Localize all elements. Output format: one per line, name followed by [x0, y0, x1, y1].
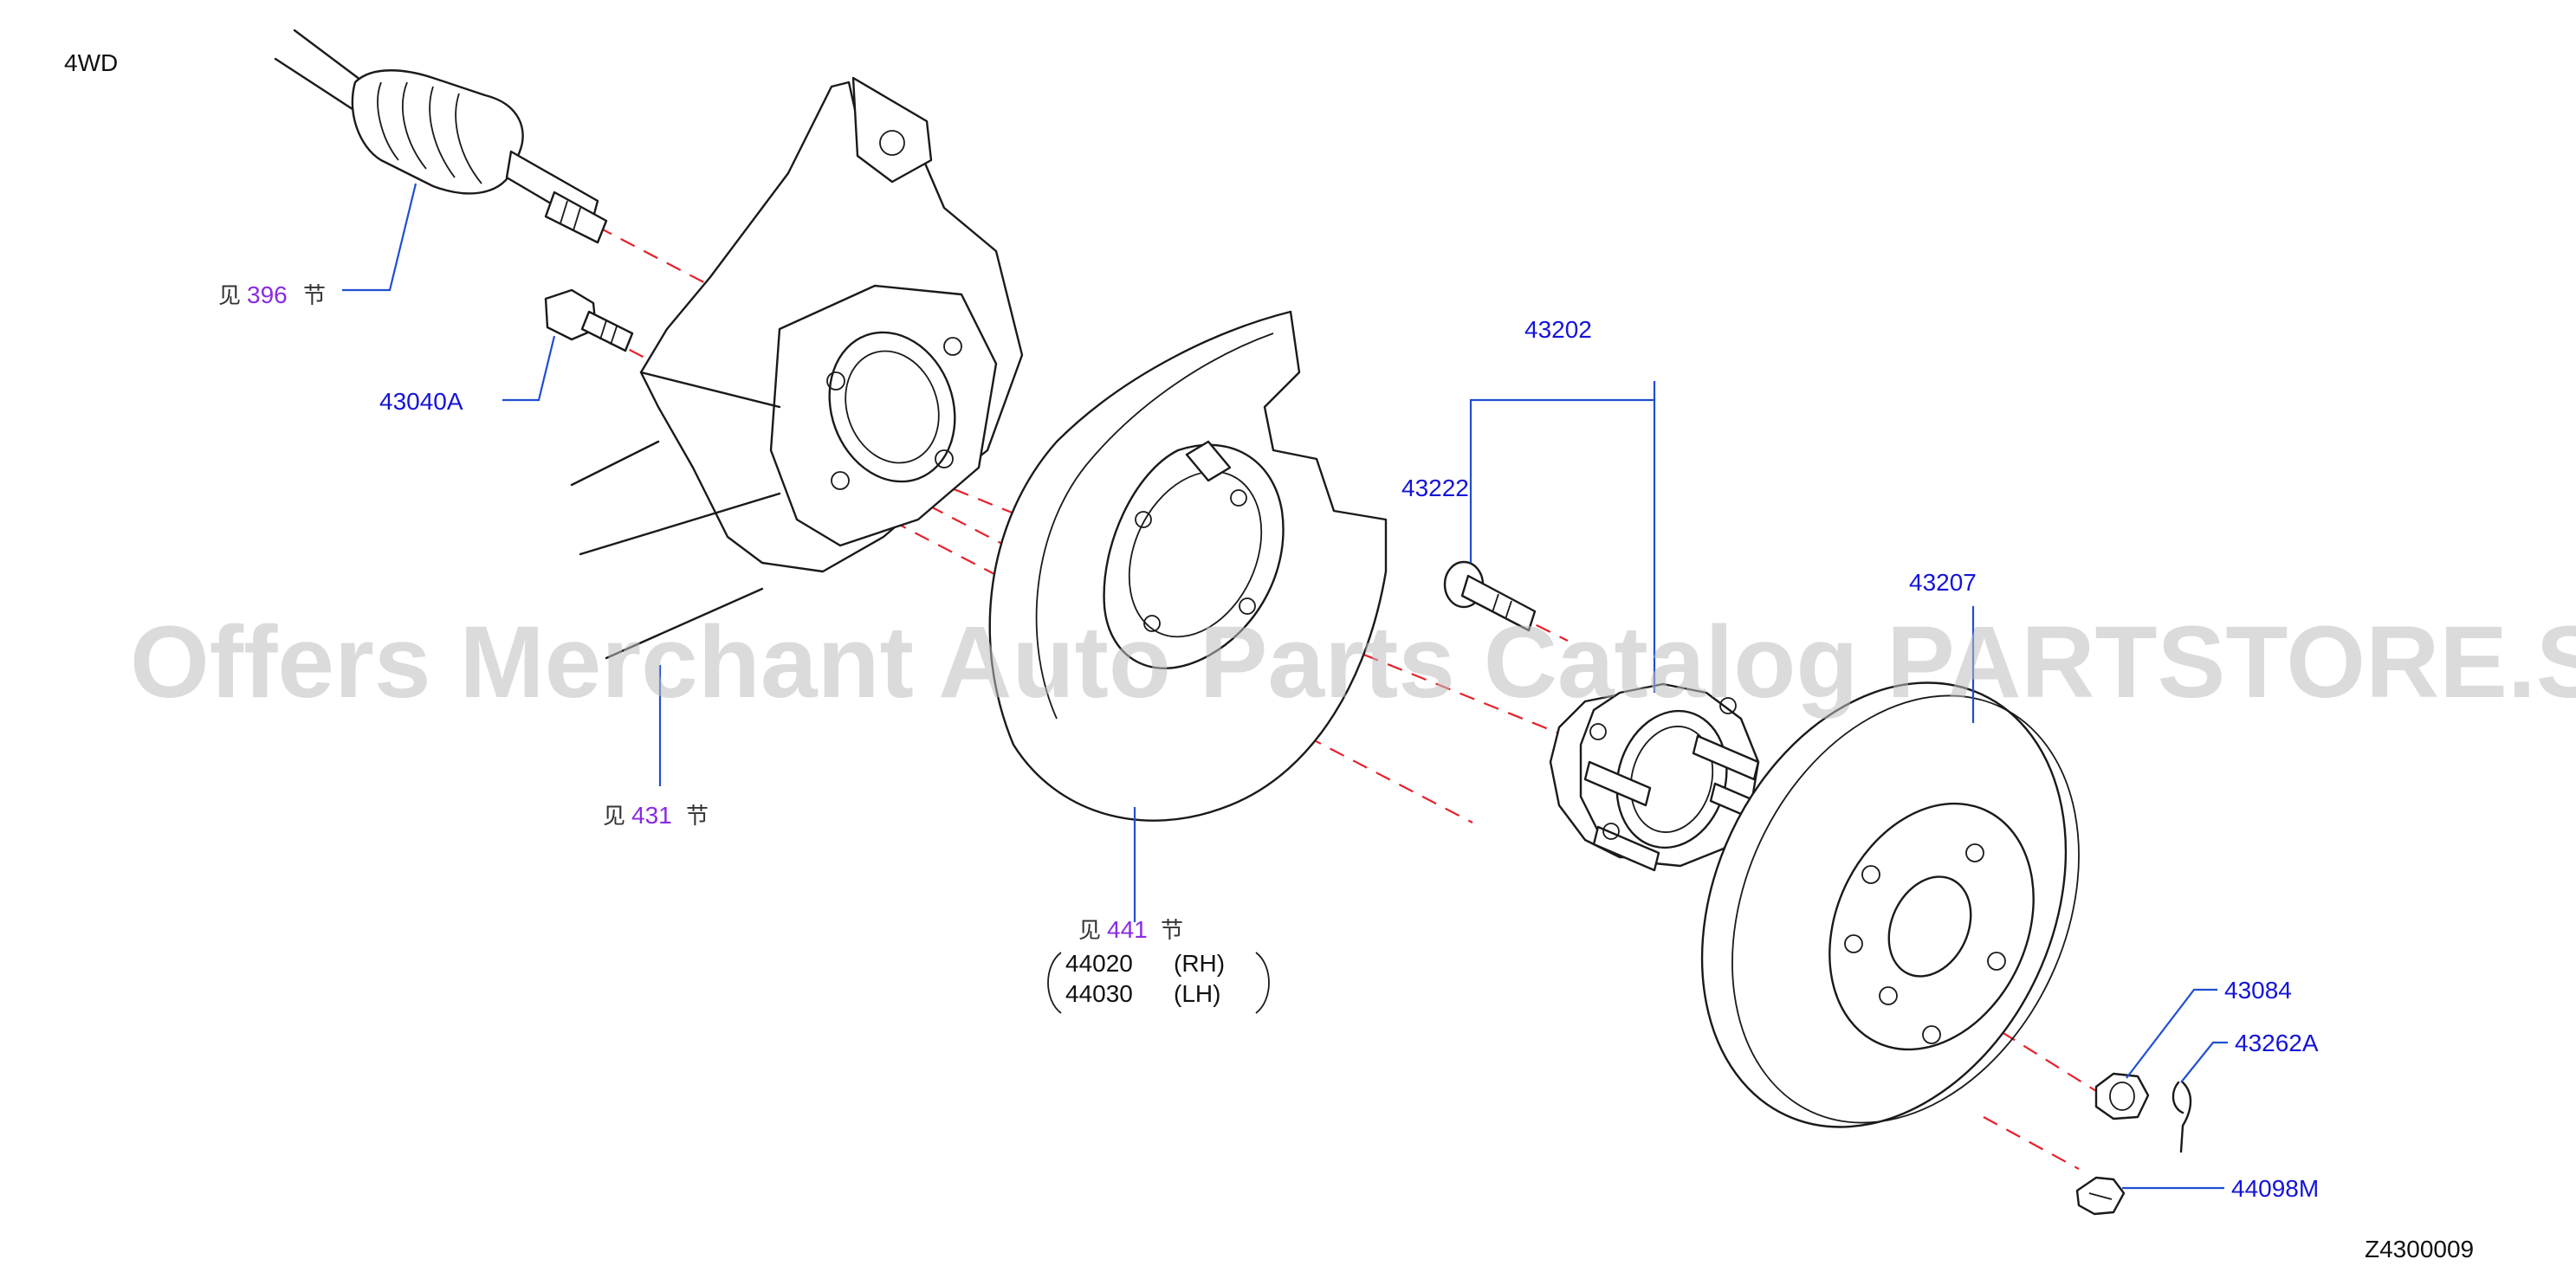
small-parts-drawing — [2075, 1072, 2192, 1216]
see-prefix: 见 — [603, 804, 625, 830]
section-ref-431[interactable]: 见 431 节 — [603, 802, 709, 830]
see-suffix: 节 — [303, 283, 326, 309]
variant-part-rh[interactable]: 44020 — [1065, 950, 1133, 977]
watermark-text: Offers Merchant Auto Parts Catalog PARTS… — [130, 605, 2576, 720]
knuckle-drawing — [570, 76, 1024, 660]
section-ref-441-link[interactable]: 441 — [1107, 916, 1148, 943]
disc-rotor-drawing — [1700, 681, 2080, 1128]
see-prefix: 见 — [1078, 918, 1101, 944]
section-ref-441[interactable]: 见 441 节 — [1078, 916, 1183, 944]
backing-plate-drawing — [988, 310, 1388, 822]
variant-label: 4WD — [64, 49, 118, 76]
part-label-43222[interactable]: 43222 — [1401, 475, 1469, 501]
see-prefix: 见 — [218, 283, 241, 309]
diagram-code: Z4300009 — [2365, 1236, 2474, 1262]
hub-bolt-drawing — [1443, 560, 1537, 632]
section-ref-396-link[interactable]: 396 — [247, 281, 288, 308]
part-label-43262a[interactable]: 43262A — [2235, 1030, 2319, 1056]
drive-shaft-drawing — [274, 29, 608, 244]
see-suffix: 节 — [686, 804, 709, 830]
section-ref-396[interactable]: 见 396 节 — [218, 281, 326, 309]
part-label-44098m[interactable]: 44098M — [2231, 1175, 2319, 1202]
knuckle-bolt-drawing — [544, 288, 634, 352]
section-ref-431-link[interactable]: 431 — [631, 802, 672, 829]
variant-part-lh[interactable]: 44030 — [1065, 980, 1133, 1007]
part-label-43084[interactable]: 43084 — [2224, 977, 2292, 1004]
part-label-43207[interactable]: 43207 — [1909, 569, 1977, 596]
see-suffix: 节 — [1161, 918, 1183, 944]
variant-side-rh: (RH) — [1174, 950, 1225, 977]
hub-assembly-drawing — [1549, 682, 1777, 872]
leader-lines — [342, 183, 2228, 1190]
backing-plate-variants: 44020 (RH) 44030 (LH) — [1047, 950, 1270, 1014]
part-label-43202[interactable]: 43202 — [1524, 316, 1592, 343]
variant-side-lh: (LH) — [1174, 980, 1220, 1007]
part-label-43040a[interactable]: 43040A — [379, 388, 463, 415]
